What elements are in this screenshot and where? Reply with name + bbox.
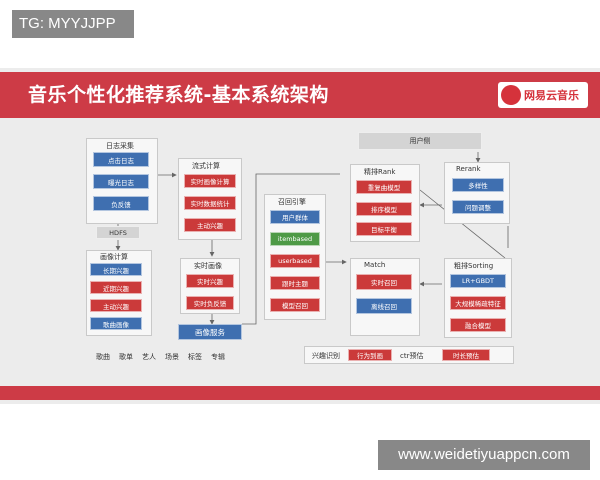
user-side-box: 用户侧 (358, 132, 482, 150)
recall-engine-title: 召回引擎 (278, 198, 306, 206)
entity-tag: 专辑 (211, 353, 225, 361)
rerank-title: Rerank (456, 165, 481, 173)
profile-item: 主动兴趣 (90, 299, 142, 312)
tag-label: TG: MYYJJPP (12, 10, 134, 38)
realtime-item: 实时负反馈 (186, 296, 234, 310)
watermark-label: www.weidetiyuappcn.com (378, 440, 590, 470)
log-collection-title: 日志采集 (106, 142, 134, 150)
sorting-item: 融合模型 (450, 318, 506, 332)
rank-item: 重复曲模型 (356, 180, 412, 194)
recall-item: 用户群体 (270, 210, 320, 224)
entity-tag: 艺人 (142, 353, 156, 361)
realtime-profile-title: 实时画像 (194, 262, 222, 270)
rerank-item: 多样性 (452, 178, 504, 192)
profile-item: 歌曲画像 (90, 317, 142, 330)
profile-compute-title: 画像计算 (100, 253, 128, 261)
recall-item: 跟时主题 (270, 276, 320, 290)
entity-tag: 歌曲 (96, 353, 110, 361)
legend-label: 兴趣识别 (312, 352, 340, 360)
sorting-item: LR+GBDT (450, 274, 506, 288)
recall-item: itembased (270, 232, 320, 246)
sorting-title: 粗排Sorting (454, 262, 494, 270)
rank-item: 排序模型 (356, 202, 412, 216)
rank-title: 精排Rank (364, 168, 396, 176)
log-item: 负反馈 (93, 196, 149, 211)
profile-item: 近期兴趣 (90, 281, 142, 294)
rank-item: 目标平衡 (356, 222, 412, 236)
stream-item: 实时数据统计 (184, 196, 236, 210)
match-title: Match (364, 261, 386, 269)
recall-item: userbased (270, 254, 320, 268)
profile-service-box: 画像服务 (178, 324, 242, 340)
stream-item: 主动兴趣 (184, 218, 236, 232)
sorting-item: 大规模稀疏特征 (450, 296, 506, 310)
log-item: 曝光日志 (93, 174, 149, 189)
logo-text: 网易云音乐 (524, 89, 579, 102)
stream-item: 实时画像计算 (184, 174, 236, 188)
realtime-item: 实时兴趣 (186, 274, 234, 288)
hdfs-box: HDFS (96, 226, 140, 239)
entity-tag: 标签 (188, 353, 202, 361)
legend-label: ctr预估 (400, 352, 424, 360)
match-item: 实时召回 (356, 274, 412, 290)
match-item: 离线召回 (356, 298, 412, 314)
log-item: 点击日志 (93, 152, 149, 167)
legend-box: 行为到画 (348, 349, 392, 361)
match-group (350, 258, 420, 336)
rerank-item: 问题调整 (452, 200, 504, 214)
legend-box: 时长预估 (442, 349, 490, 361)
stream-compute-title: 流式计算 (192, 162, 220, 170)
entity-tag: 歌单 (119, 353, 133, 361)
bottom-bar (0, 386, 600, 400)
recall-item: 模型召回 (270, 298, 320, 312)
profile-item: 长期兴趣 (90, 263, 142, 276)
entity-tag: 场景 (165, 353, 179, 361)
netease-logo-icon (501, 85, 521, 105)
entity-tags-row: 歌曲 歌单 艺人 场景 标签 专辑 (96, 352, 246, 364)
slide-title: 音乐个性化推荐系统-基本系统架构 (28, 84, 329, 106)
